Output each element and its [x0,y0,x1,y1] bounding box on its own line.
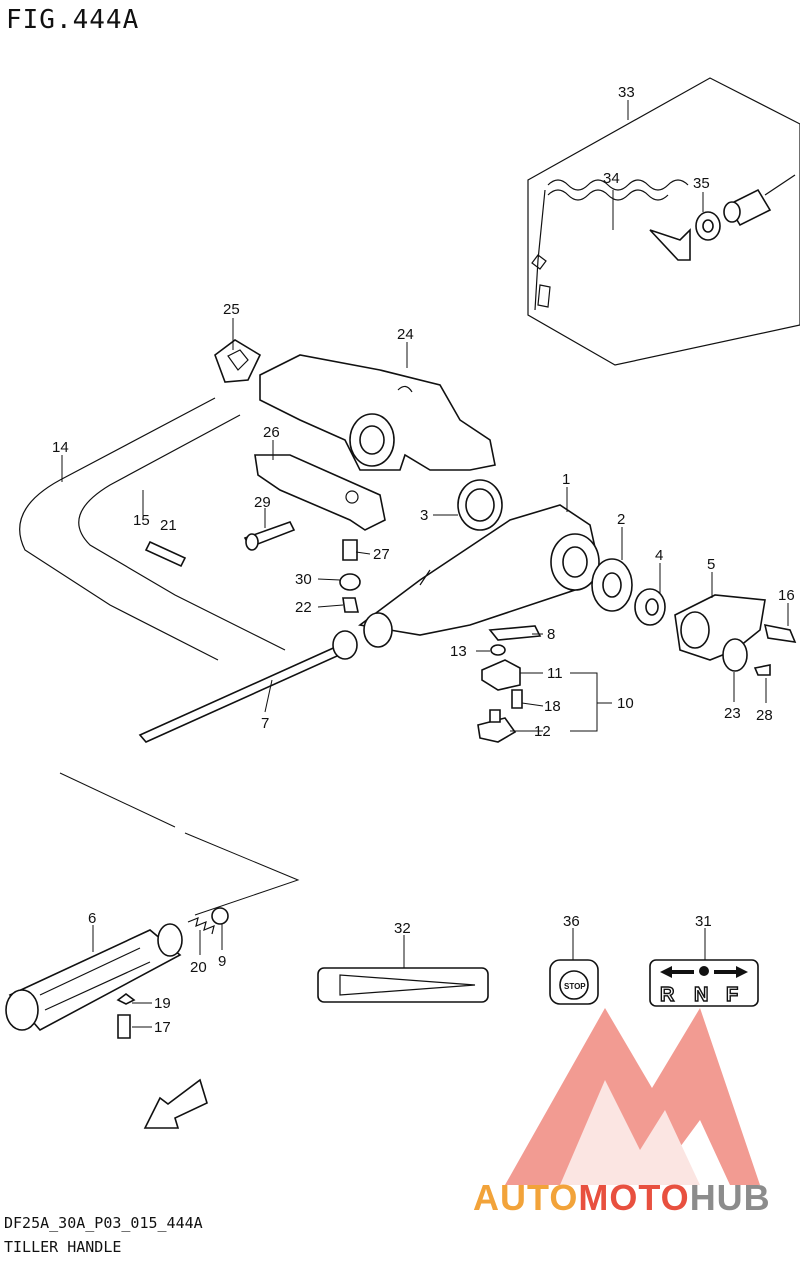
decal-36-stop: STOP [549,959,599,1005]
callout-35: 35 [693,175,710,192]
callout-9: 9 [218,953,226,970]
callout-24: 24 [397,326,414,343]
part-9-cap [211,907,229,925]
leader-lines [61,100,789,1028]
part-1-tiller-arm [358,504,601,648]
shift-r: R [660,984,675,1006]
figure-title: FIG.444A [6,5,139,35]
part-19-washer [116,993,136,1005]
callout-16: 16 [778,587,795,604]
callout-22: 22 [295,599,312,616]
callout-27: 27 [373,546,390,563]
part-7-cable [138,644,348,743]
shift-n: N [694,984,708,1006]
callout-7: 7 [261,715,269,732]
callout-33: 33 [618,84,635,101]
part-24-bracket [259,354,496,471]
part-21-sleeve [144,540,187,568]
callout-12: 12 [534,723,551,740]
part-22-clip [342,597,359,613]
watermark-hub: HUB [690,1177,771,1218]
stop-label: STOP [564,982,586,991]
part-16-bolt [763,623,797,643]
figure-code: DF25A_30A_P03_015_444A [4,1214,203,1232]
decal-31-shift: R N F [649,959,759,1007]
watermark-logo [505,1008,760,1185]
fwd-arrow-icon: FWD [143,1078,208,1129]
callout-14: 14 [52,439,69,456]
part-23-washer [722,638,748,672]
callout-10: 10 [617,695,634,712]
callout-34: 34 [603,170,620,187]
part-8-plate [488,625,542,641]
callout-30: 30 [295,571,312,588]
part-11-block [481,659,521,691]
part-25-pad [214,339,262,383]
callout-8: 8 [547,626,555,643]
callout-19: 19 [154,995,171,1012]
part-18-screw [511,689,523,709]
callout-25: 25 [223,301,240,318]
callout-31: 31 [695,913,712,930]
shift-f: F [726,984,738,1006]
part-27-screw [342,539,358,561]
part-13-washer [490,644,506,656]
decal-32 [317,967,489,1003]
callout-15: 15 [133,512,150,529]
callout-2: 2 [617,511,625,528]
part-5-bracket [674,594,766,661]
callout-13: 13 [450,643,467,660]
callout-3: 3 [420,507,428,524]
callout-36: 36 [563,913,580,930]
part-26-plate [254,454,386,531]
callout-29: 29 [254,494,271,511]
callout-6: 6 [88,910,96,927]
callout-18: 18 [544,698,561,715]
figure-name: TILLER HANDLE [4,1238,121,1256]
part-14-cable [19,397,219,661]
part-15-cable [78,414,286,651]
part-30-cap [339,573,361,591]
callout-1: 1 [562,471,570,488]
part-17-screw [117,1014,131,1039]
callout-23: 23 [724,705,741,722]
part-6-grip [5,923,183,1032]
callout-4: 4 [655,547,663,564]
callout-26: 26 [263,424,280,441]
callout-20: 20 [190,959,207,976]
watermark-brand: AUTOMOTOHUB [473,1177,771,1218]
watermark-moto: MOTO [578,1177,689,1218]
watermark-auto: AUTO [473,1177,578,1218]
callout-28: 28 [756,707,773,724]
callout-17: 17 [154,1019,171,1036]
callout-32: 32 [394,920,411,937]
part-28-screw [753,664,771,676]
callout-labels: 1 2 3 4 5 6 7 8 9 10 11 12 13 14 15 16 1… [52,84,795,1036]
callout-21: 21 [160,517,177,534]
kit-33-box [527,77,800,366]
part-20-spring [187,917,215,935]
callout-5: 5 [707,556,715,573]
callout-11: 11 [547,665,563,682]
